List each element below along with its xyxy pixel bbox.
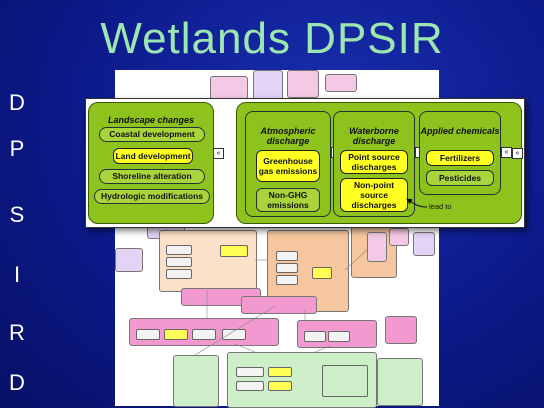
landscape-changes-group: Landscape changes Coastal development La… xyxy=(88,102,214,224)
bg-block xyxy=(413,232,435,256)
bg-block xyxy=(253,70,283,100)
bg-block xyxy=(367,232,387,262)
zoomed-pressures-panel: Landscape changes Coastal development La… xyxy=(85,98,525,228)
non-point-source-discharges-box: Non-point source discharges xyxy=(340,178,408,212)
connector-icon: « xyxy=(512,148,523,159)
non-ghg-emissions-box: Non-GHG emissions xyxy=(256,188,320,212)
pesticides-box: Pesticides xyxy=(426,170,494,186)
point-source-discharges-box: Point source discharges xyxy=(340,150,408,174)
bg-block xyxy=(389,228,409,246)
discharges-group: Atmospheric discharge Greenhouse gas emi… xyxy=(236,102,522,224)
landscape-changes-heading: Landscape changes xyxy=(107,115,195,125)
shoreline-alteration-box: Shoreline alteration xyxy=(99,169,205,184)
lead-to-arrow xyxy=(406,198,428,208)
greenhouse-gas-emissions-box: Greenhouse gas emissions xyxy=(256,150,320,182)
bg-connector-lines xyxy=(194,249,368,356)
dpsir-letter-d2: D xyxy=(9,370,25,395)
bg-block xyxy=(210,76,248,100)
fertilizers-box: Fertilizers xyxy=(426,150,494,166)
slide-title: Wetlands DPSIR xyxy=(100,14,444,63)
bg-block-impact xyxy=(297,320,377,348)
applied-chemicals-heading: Applied chemicals xyxy=(420,126,500,136)
bg-block-response xyxy=(377,358,423,406)
applied-chemicals-group: Applied chemicals Fertilizers Pesticides xyxy=(419,111,501,195)
waterborne-discharge-group: Waterborne discharge Point source discha… xyxy=(333,111,415,217)
bg-block xyxy=(325,74,357,92)
coastal-development-box: Coastal development xyxy=(99,127,205,142)
bg-block-response xyxy=(173,355,219,407)
atmospheric-discharge-heading: Atmospheric discharge xyxy=(260,126,316,146)
land-development-box: Land development xyxy=(113,148,193,164)
dpsir-letter-i: I xyxy=(13,262,21,287)
bg-block-response xyxy=(227,352,377,408)
dpsir-letter-r: R xyxy=(9,320,25,345)
dpsir-letter-d: D xyxy=(9,90,25,115)
dpsir-letter-s: S xyxy=(9,202,25,227)
bg-block xyxy=(287,70,319,98)
lead-to-label: lead to xyxy=(429,202,452,211)
dpsir-letter-p: P xyxy=(9,136,25,161)
connector-icon: « xyxy=(501,147,512,158)
bg-block-impact xyxy=(385,316,417,344)
hydrologic-modifications-box: Hydrologic modifications xyxy=(94,189,210,204)
atmospheric-discharge-group: Atmospheric discharge Greenhouse gas emi… xyxy=(245,111,331,217)
bg-block xyxy=(115,248,143,272)
waterborne-discharge-heading: Waterborne discharge xyxy=(349,126,399,146)
connector-icon: « xyxy=(213,148,224,159)
bg-block-impact xyxy=(129,318,279,346)
bg-block-impact xyxy=(241,296,317,314)
